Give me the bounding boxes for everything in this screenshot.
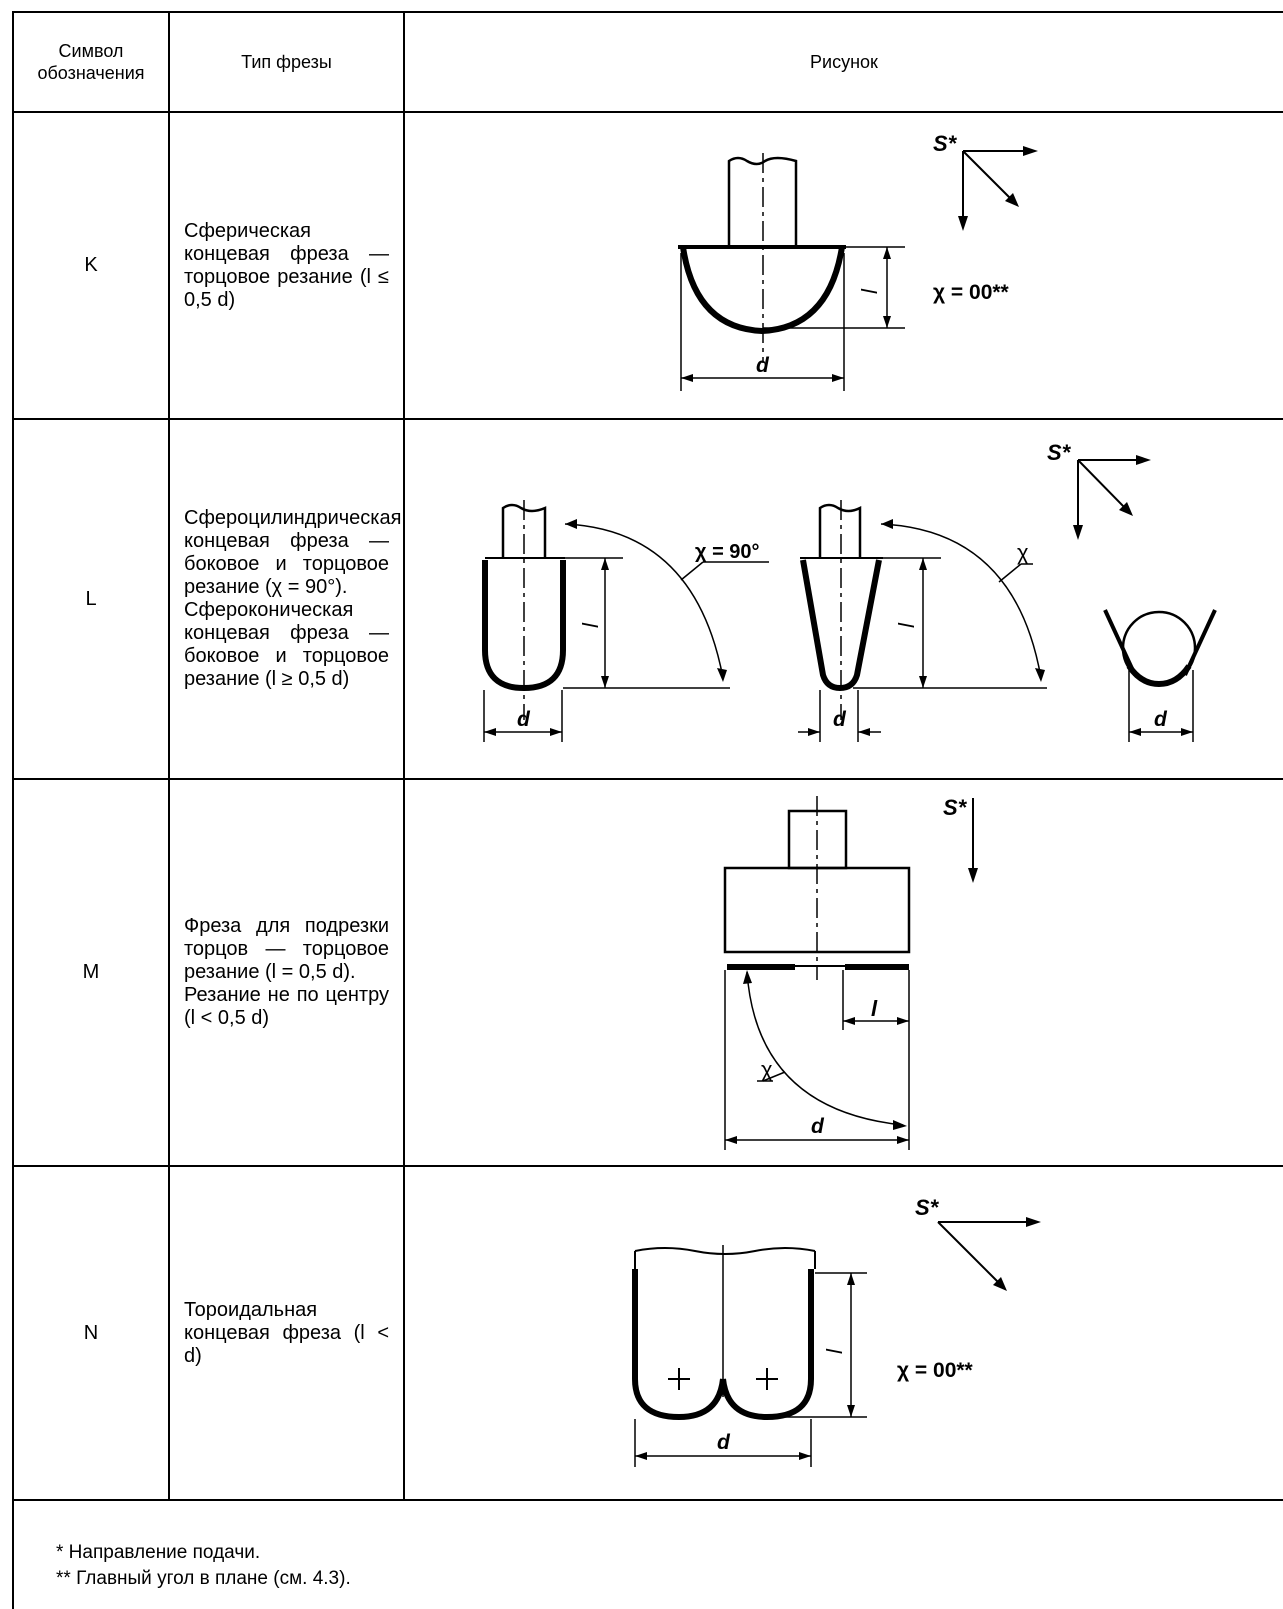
row-n-feed-label: S* [915,1195,940,1220]
row-l-chi90-label: χ = 90° [695,541,760,563]
face-cutter-drawing: S* χ l d [723,795,978,1150]
header-type-text: Тип фрезы [241,52,332,72]
row-l-figure: χ = 90° χ S* l l d d d [405,420,1283,778]
row-k-type-text: Сферическая концевая фреза — торцовое ре… [184,219,389,311]
row-separator-m [12,1165,1283,1167]
row-l-d3-label: d [1154,708,1168,731]
row-m-chi-label: χ [761,1057,773,1082]
toroidal-cutter-drawing: S* χ = 00** l d [632,1195,1041,1467]
row-n-type-text: Тороидальная концевая фреза (l < d) [184,1298,389,1367]
row-k-feed-label: S* [933,131,958,156]
ball-end-cutters-drawing: χ = 90° χ S* l l d d d [482,440,1217,742]
row-k-type: Сферическая концевая фреза — торцовое ре… [170,113,403,418]
row-m-d-label: d [811,1115,825,1138]
row-k-chi-label: χ = 00** [933,281,1010,304]
column-separator-2 [403,11,405,1501]
row-m-type-text: Фреза для подрезки торцов — торцовое рез… [184,915,389,1029]
row-m-symbol-text: M [82,961,100,983]
row-l-l2-label: l [894,622,919,628]
row-m-l-label: l [871,996,878,1021]
header-symbol-text: Символ обозначения [37,41,145,83]
header-figure-text: Рисунок [810,52,878,72]
row-l-symbol: L [14,420,168,778]
header-separator [12,111,1283,113]
row-n-l-label: l [822,1348,847,1354]
row-n-figure: S* χ = 00** l d [405,1167,1283,1499]
footnote-angle: ** Главный угол в плане (см. 4.3). [56,1568,351,1589]
header-symbol: Символ обозначения [14,13,168,111]
row-l-symbol-text: L [85,587,97,610]
row-k-d-label: d [756,354,770,377]
row-separator-k [12,418,1283,420]
row-n-type: Тороидальная концевая фреза (l < d) [170,1167,403,1499]
row-n-symbol-text: N [83,1321,99,1344]
row-k-symbol: K [14,113,168,418]
row-l-feed-label: S* [1047,440,1072,465]
row-n-symbol: N [14,1167,168,1499]
row-m-figure: S* χ l d [405,780,1283,1165]
row-k-symbol-text: K [84,254,98,276]
row-m-feed-label: S* [943,795,968,820]
row-l-d2-label: d [833,708,847,731]
row-l-d1-label: d [517,708,531,731]
row-k-l-label: l [857,288,882,294]
row-l-chi-label: χ [1017,540,1029,565]
row-k-figure: S* χ = 00** l d [405,113,1283,418]
row-n-d-label: d [717,1431,731,1454]
row-l-type-text: Сфероцилиндрическая концевая фреза — бок… [184,507,402,690]
column-separator-1 [168,11,170,1501]
row-m-type: Фреза для подрезки торцов — торцовое рез… [170,780,403,1165]
row-l-l1-label: l [578,622,603,628]
row-n-chi-label: χ = 00** [897,1359,974,1382]
header-figure: Рисунок [405,13,1283,111]
row-separator-n [12,1499,1283,1501]
row-separator-l [12,778,1283,780]
table-border-top [12,11,1283,13]
footnote-feed: * Направление подачи. [56,1542,261,1563]
header-type: Тип фрезы [170,13,403,111]
spherical-cutter-drawing: S* χ = 00** l d [678,131,1038,391]
table-border-left [12,11,14,1609]
row-l-type: Сфероцилиндрическая концевая фреза — бок… [170,420,403,778]
row-m-symbol: M [14,780,168,1165]
